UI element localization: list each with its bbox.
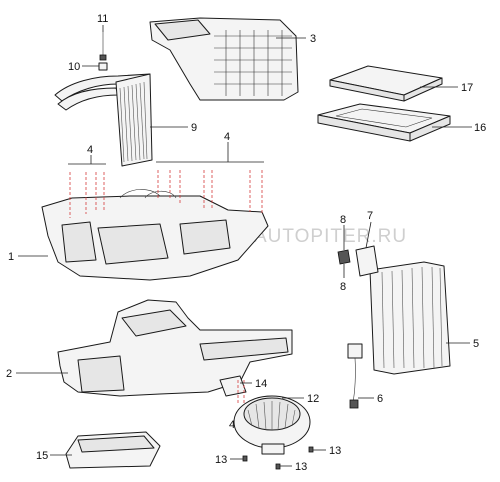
callout-2: 2 <box>6 368 12 380</box>
callout-13-bottom: 13 <box>295 461 307 473</box>
callout-labels: 11 10 3 17 16 9 4 4 1 8 7 8 5 2 14 12 6 … <box>6 13 486 473</box>
callout-14: 14 <box>255 378 267 390</box>
callout-9: 9 <box>191 122 197 134</box>
callout-4-top-right: 4 <box>224 131 230 143</box>
callout-3: 3 <box>310 33 316 45</box>
part-screws-13 <box>242 446 314 470</box>
part-screw-10-11 <box>98 32 108 71</box>
callout-8-bottom: 8 <box>340 281 346 293</box>
part-filter-tray-17 <box>329 65 443 102</box>
callout-1: 1 <box>8 251 14 263</box>
callout-8-top: 8 <box>340 214 346 226</box>
part-control-module <box>65 431 161 469</box>
callout-6: 6 <box>377 393 383 405</box>
callout-7: 7 <box>367 210 373 222</box>
part-wire-harness <box>347 343 363 409</box>
callout-4-top-left: 4 <box>87 144 93 156</box>
callout-5: 5 <box>473 338 479 350</box>
callout-16: 16 <box>474 122 486 134</box>
callout-10: 10 <box>68 61 80 73</box>
watermark: AUTOPITER.RU <box>254 226 407 247</box>
callout-11: 11 <box>97 13 108 25</box>
callout-13-left: 13 <box>215 454 227 466</box>
leader-lines <box>16 25 472 467</box>
callout-4-bottom: 4 <box>229 419 235 431</box>
part-cabin-filter <box>369 261 451 375</box>
callout-12: 12 <box>307 393 319 405</box>
part-heater-core <box>54 73 153 167</box>
callout-17: 17 <box>461 82 473 94</box>
part-resistor-7 <box>355 245 379 277</box>
part-filter-frame-16 <box>317 103 451 142</box>
part-screws-8 <box>337 249 351 265</box>
part-upper-housing <box>149 17 299 101</box>
callout-13-right: 13 <box>329 445 341 457</box>
part-lower-housing <box>57 299 293 397</box>
part-blower-motor <box>233 395 311 455</box>
part-actuator-14 <box>219 375 247 397</box>
assembly-lines <box>69 170 263 404</box>
part-main-housing <box>41 189 269 281</box>
callout-15: 15 <box>36 450 48 462</box>
